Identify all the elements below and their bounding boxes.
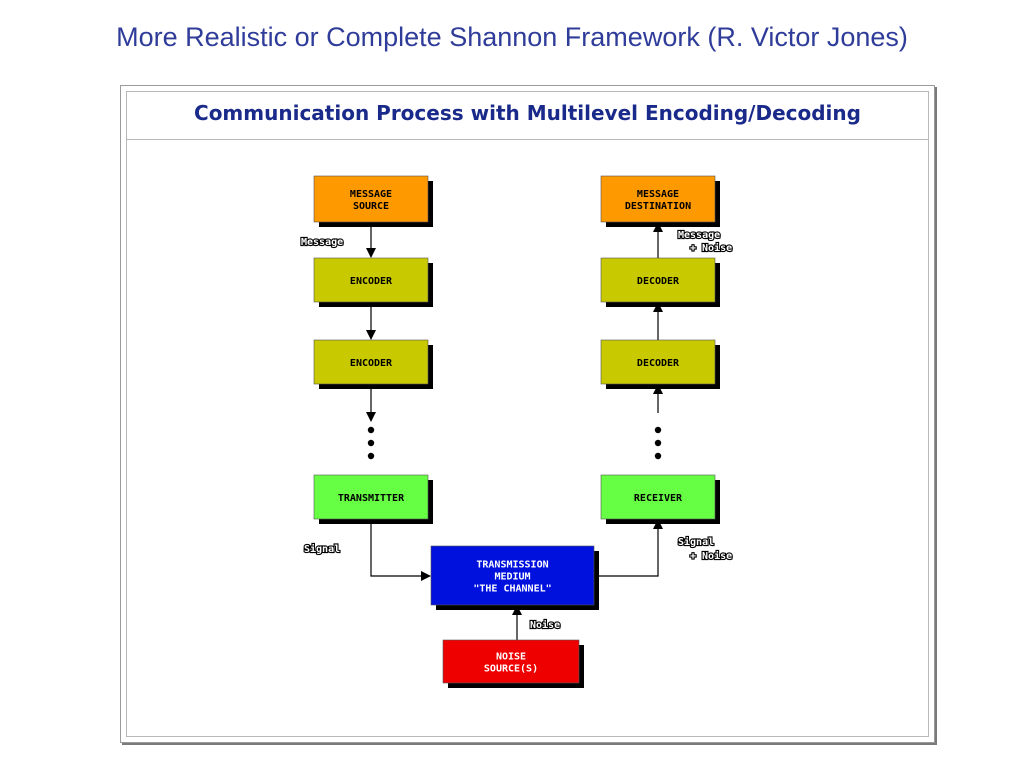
diagram-frame: Communication Process with Multilevel En… [120,85,935,743]
diagram-inner-border: Communication Process with Multilevel En… [126,91,929,737]
ellipsis-dot [654,452,662,460]
boxes-layer: MESSAGESOURCEENCODERENCODERTRANSMITTERME… [313,175,720,688]
noise-source-box-label-line: NOISE [496,652,526,663]
receiver-box: RECEIVER [600,474,720,524]
channel-box-label-line: "THE CHANNEL" [473,584,551,595]
message-destination-box-fill [600,175,716,223]
label-message: Message [301,237,343,248]
decoder-box-1: DECODER [600,257,720,307]
encoder-box-2-fill [313,339,429,385]
transmitter-box-label-line: TRANSMITTER [338,493,405,504]
channel-box-label-line: TRANSMISSION [476,560,548,571]
ellipsis-dot [367,426,375,434]
noise-source-box-fill [442,639,580,684]
decoder-box-1-fill [600,257,716,303]
ellipsis-dot [367,452,375,460]
ellipsis-dot [654,439,662,447]
connectors [366,222,663,640]
message-source-box-fill [313,175,429,223]
encoder-box-2: ENCODER [313,339,433,389]
receiver-box-fill [600,474,716,520]
decoder-box-1-label-line: DECODER [637,276,680,287]
decoder-box-2: DECODER [600,339,720,389]
noise-source-box-label-line: SOURCE(S) [484,664,538,675]
message-destination-box-label-line: DESTINATION [625,201,691,212]
encoder-box-1: ENCODER [313,257,433,307]
slide-title: More Realistic or Complete Shannon Frame… [116,22,908,52]
decoder-box-2-fill [600,339,716,385]
label-message-noise-line2: + Noise [690,242,732,254]
receiver-box-label-line: RECEIVER [634,493,683,504]
ellipsis-dot [654,426,662,434]
channel-box-fill [430,545,595,606]
arrow-transmitter-to-channel [370,519,431,581]
diagram-heading: Communication Process with Multilevel En… [194,101,861,125]
encoder-box-1-fill [313,257,429,303]
diagram-header: Communication Process with Multilevel En… [127,92,928,140]
label-signal-noise-line2: + Noise [690,550,732,562]
arrow-channel-to-receiver [594,519,663,577]
label-signal-noise-line1: Signal [678,536,714,548]
label-signal: Signal [304,543,340,555]
transmitter-box-fill [313,474,429,520]
label-message-noise-line1: Message [678,230,720,241]
encoder-box-2-label-line: ENCODER [350,358,393,369]
ellipsis-dot [367,439,375,447]
message-source-box-label-line: MESSAGE [350,189,392,200]
message-destination-box-label-line: MESSAGE [637,189,679,200]
message-source-box-label-line: SOURCE [353,201,389,212]
decoder-box-2-label-line: DECODER [637,358,680,369]
encoder-box-1-label-line: ENCODER [350,276,393,287]
label-noise: Noise [530,619,560,631]
transmitter-box: TRANSMITTER [313,474,433,524]
channel-box-label-line: MEDIUM [494,572,530,583]
